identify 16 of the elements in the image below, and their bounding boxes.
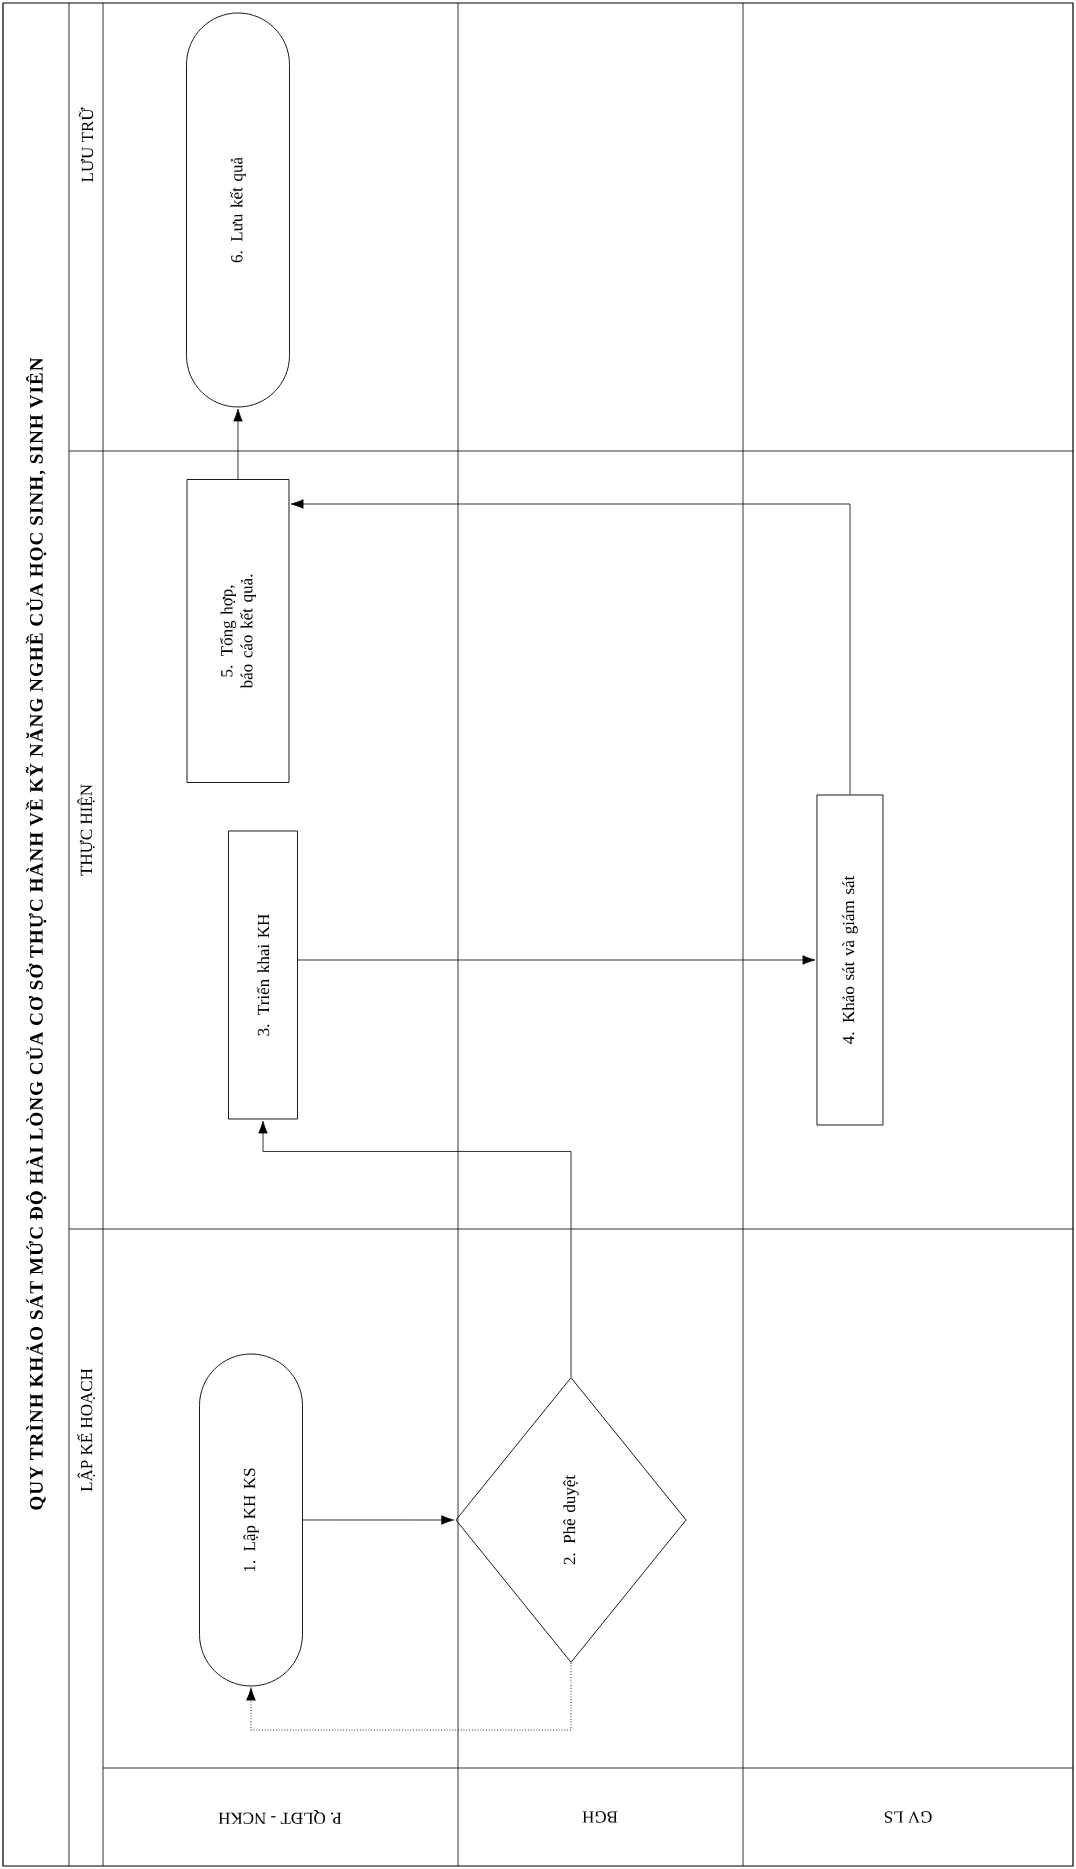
process-box: 4. Khảo sát và giám sát <box>816 794 884 1126</box>
arrow <box>302 1515 454 1525</box>
phase-label: LẬP KẾ HOẠCH <box>77 1368 95 1492</box>
arrow <box>233 408 243 480</box>
process-box: 5. Tổng hợp, báo cáo kết quả. <box>186 479 290 783</box>
process-box: 3. Triển khai KH <box>228 830 298 1120</box>
lane-label: P. QLĐT - NCKH <box>218 1810 342 1824</box>
phase-label: THỰC HIỆN <box>77 784 95 876</box>
phase-label: LƯU TRỮ <box>78 107 94 182</box>
arrow <box>290 499 851 795</box>
lane-label: BGH <box>582 1811 618 1823</box>
title: QUY TRÌNH KHẢO SÁT MỨC ĐỘ HÀI LÒNG CỦA CƠ SỞ THỰC HÀNH VỀ KỸ NĂNG NGHỀ CỦA HỌC SINH, SINH VIÊN <box>25 357 47 1510</box>
arrow <box>246 1662 572 1731</box>
arrow <box>297 955 816 965</box>
lane-label: GV LS <box>884 1811 932 1823</box>
arrow <box>258 1120 572 1378</box>
